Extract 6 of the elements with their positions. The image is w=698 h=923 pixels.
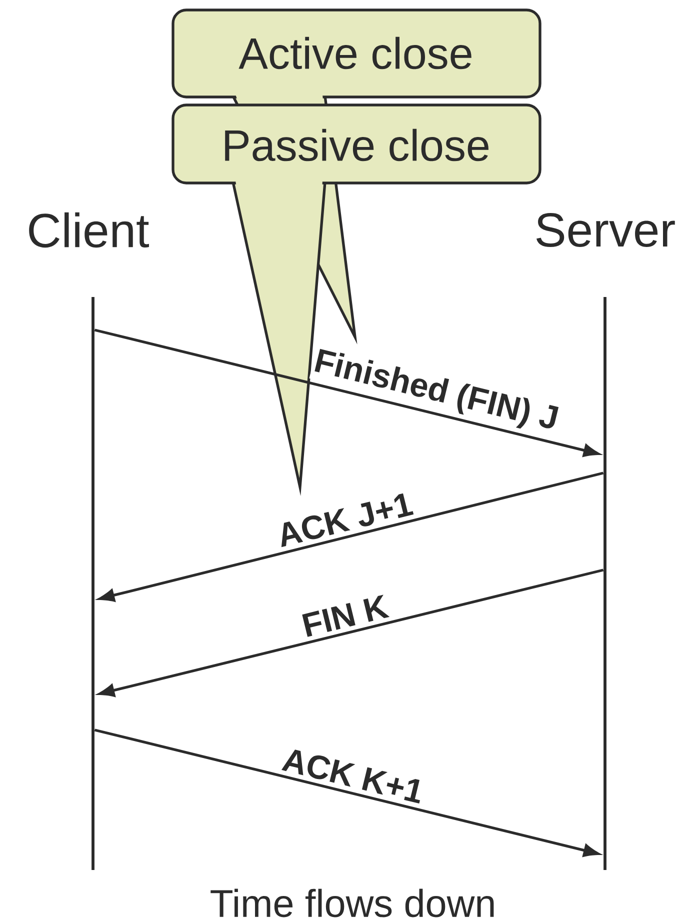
note-text: Time flows down <box>210 888 494 918</box>
lifeline <box>92 297 94 870</box>
participant-label: Server <box>536 213 675 247</box>
callout-box: Active close <box>172 8 542 98</box>
participant-label: Client <box>29 212 149 248</box>
lifeline <box>604 297 606 870</box>
